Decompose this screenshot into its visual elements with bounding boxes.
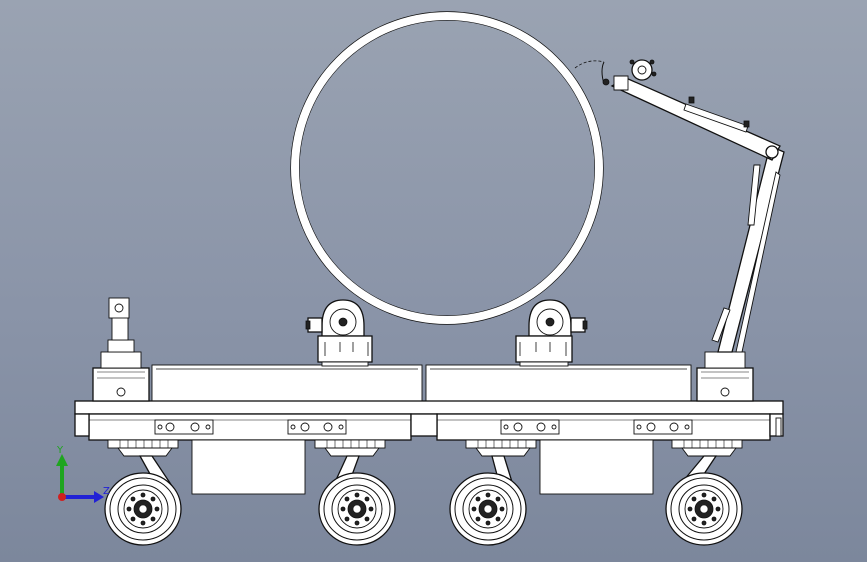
roller-support-right (515, 299, 588, 367)
wheel-3 (449, 472, 527, 546)
rail-bolt-plate (287, 419, 347, 435)
chassis-frame (74, 364, 784, 495)
rail-bolt-plate (500, 419, 560, 435)
left-mast (92, 297, 150, 402)
z-axis-label: Z (103, 486, 110, 497)
wheel-1 (104, 472, 182, 546)
pipe-ring (290, 11, 604, 325)
manipulator-arm (574, 59, 785, 402)
wheel-4 (665, 472, 743, 546)
wheel-2 (318, 472, 396, 546)
rail-bolt-plate (633, 419, 693, 435)
roller-support-left (305, 299, 373, 367)
wheels (104, 472, 743, 546)
y-axis-label: Y (56, 445, 64, 456)
rail-bolt-plate (154, 419, 214, 435)
coordinate-triad: Y Z (56, 445, 110, 503)
